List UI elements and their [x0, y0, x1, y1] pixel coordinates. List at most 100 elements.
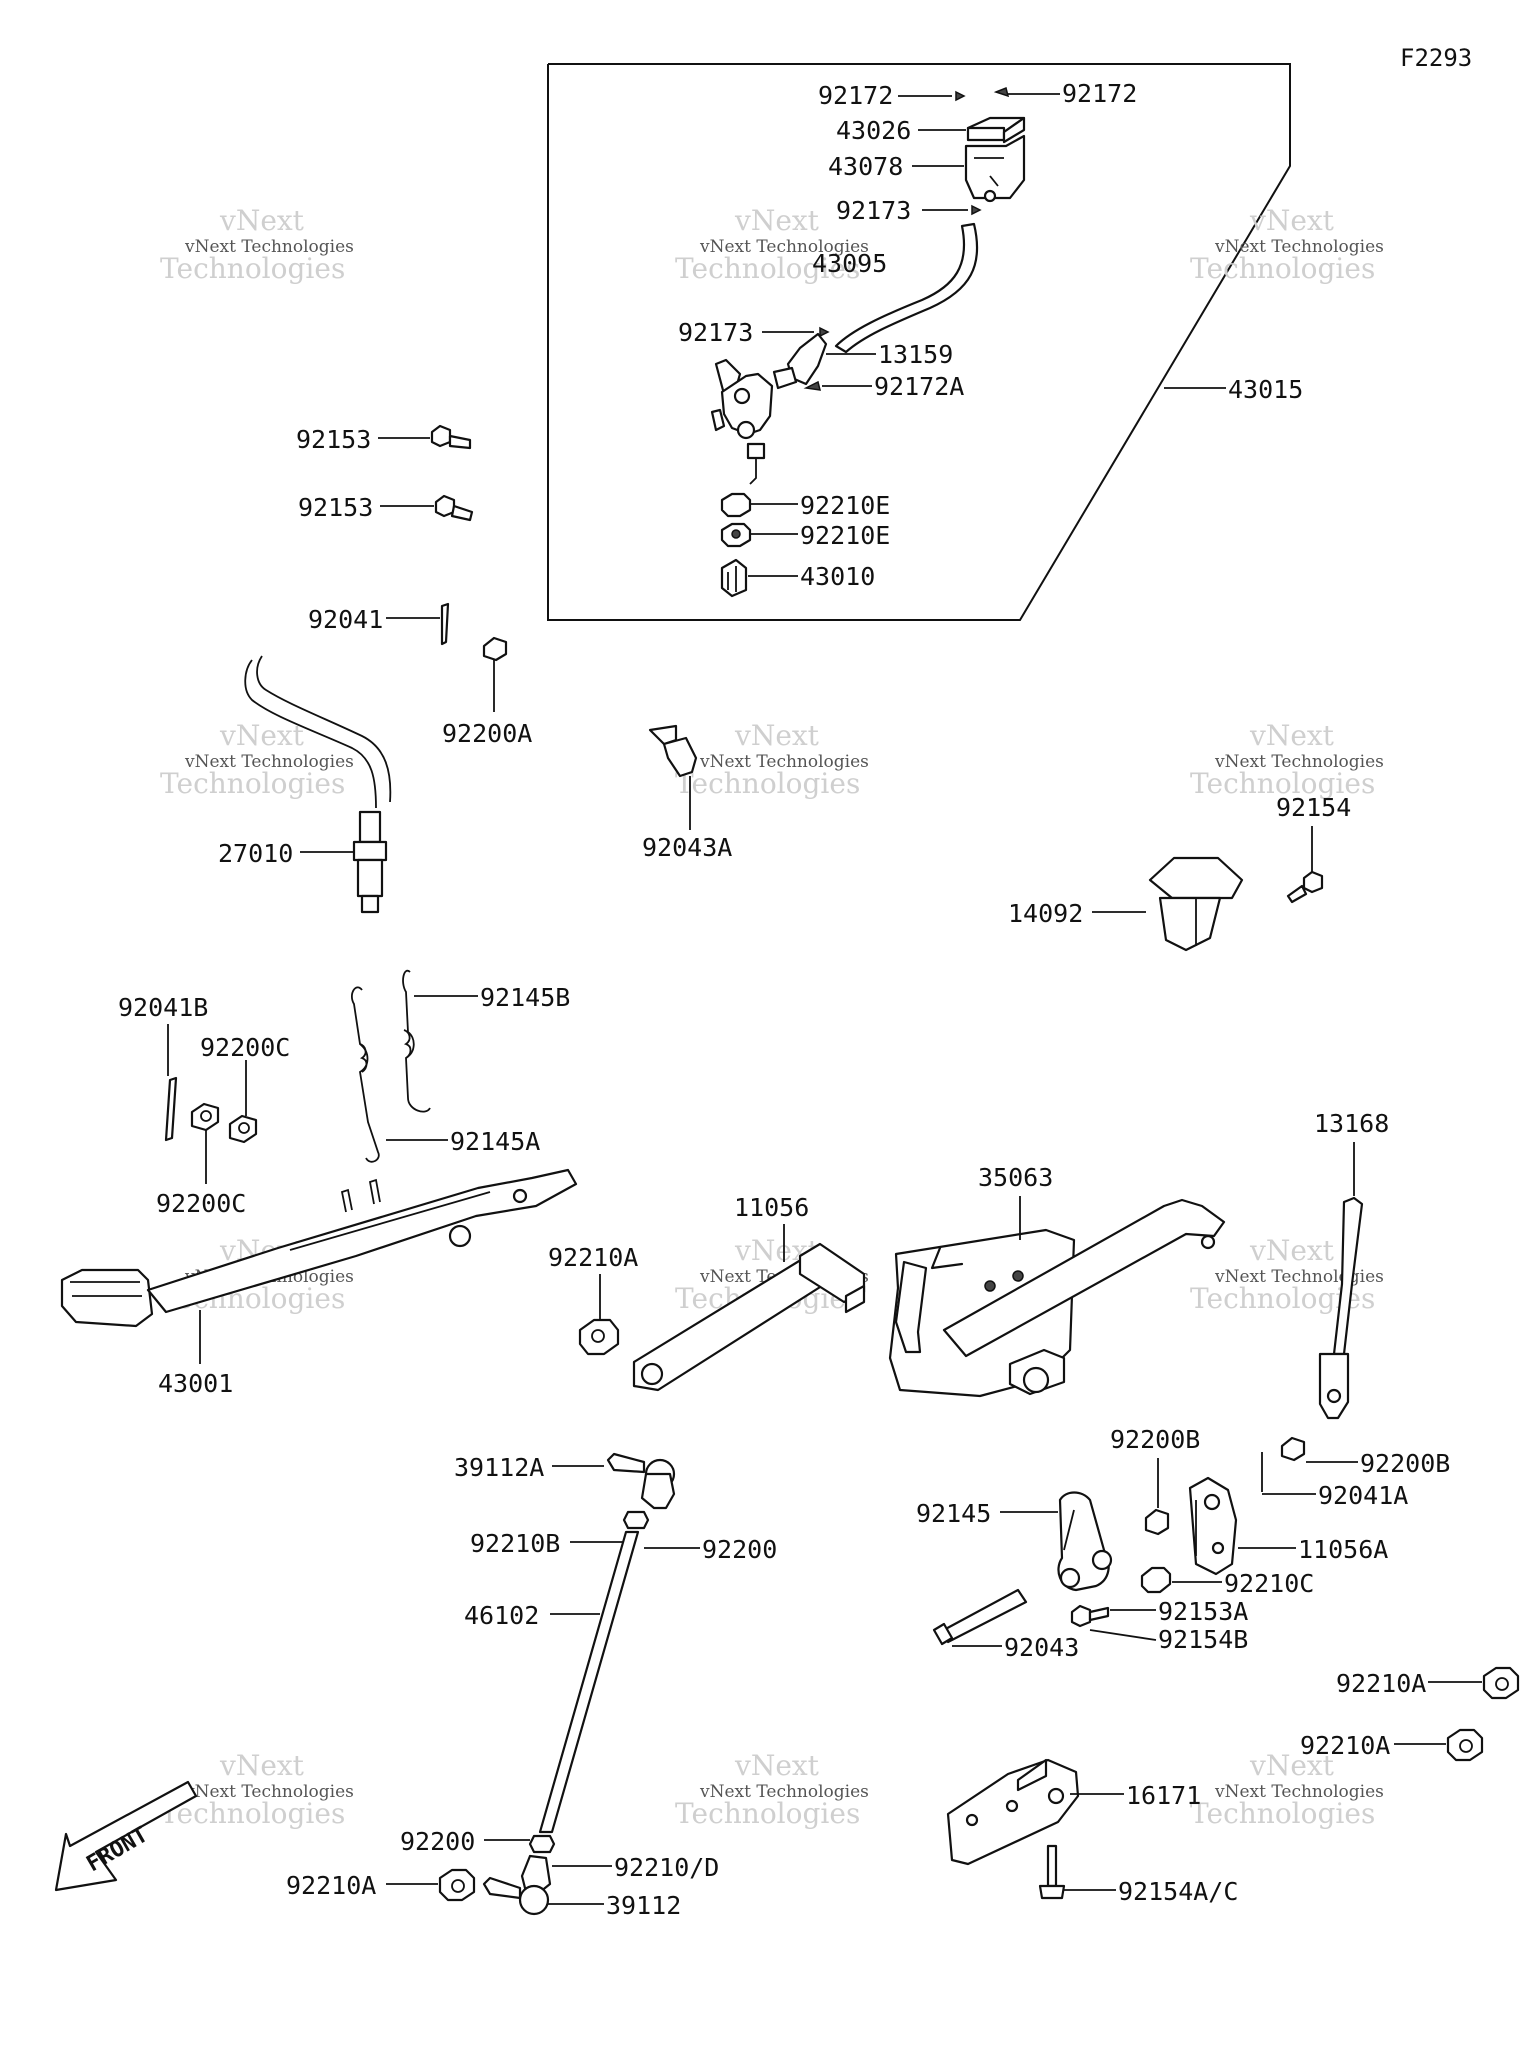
part-43010-boot [720, 558, 748, 598]
part-13168-rod [1318, 1196, 1364, 1420]
label-11056A: 11056A [1298, 1535, 1388, 1564]
watermark-long: Technologies [160, 1797, 345, 1830]
label-92173-top: 92173 [836, 196, 911, 225]
label-43015: 43015 [1228, 375, 1303, 404]
label-92154: 92154 [1276, 793, 1351, 822]
part-92154-bolt [1286, 870, 1324, 904]
watermark-text: vNext Technologies [1214, 1267, 1384, 1287]
watermark-text: vNext Technologies [184, 237, 354, 257]
watermark-text: vNext Technologies [699, 752, 869, 772]
label-92200B-1: 92200B [1110, 1425, 1200, 1454]
part-92200B-washer-2 [1144, 1508, 1170, 1536]
part-92172-clips [955, 86, 1010, 102]
part-92200C-nut-1 [190, 1102, 220, 1132]
label-92210E-1: 92210E [800, 491, 890, 520]
label-13159: 13159 [878, 340, 953, 369]
label-92041A: 92041A [1318, 1481, 1408, 1510]
label-92200B-2: 92200B [1360, 1449, 1450, 1478]
watermark-long: Technologies [160, 767, 345, 800]
watermark-short: vNext [1249, 204, 1335, 237]
label-92210A-r1: 92210A [1336, 1669, 1426, 1698]
watermark-text: vNext Technologies [699, 237, 869, 257]
label-92145B: 92145B [480, 983, 570, 1012]
label-46102: 46102 [464, 1601, 539, 1630]
label-92210A-mid: 92210A [548, 1243, 638, 1272]
part-11056-lever [632, 1242, 866, 1392]
part-13159-fitting [772, 332, 828, 390]
part-92210B-nut [622, 1510, 650, 1530]
part-92210A-nut-bot [438, 1868, 476, 1902]
label-92210C: 92210C [1224, 1569, 1314, 1598]
part-92041-cotter-pin [440, 602, 450, 646]
watermark-text: vNext Technologies [699, 1782, 869, 1802]
label-27010: 27010 [218, 839, 293, 868]
watermark-long: Technologies [675, 252, 860, 285]
part-92154AC-bolt [1038, 1844, 1066, 1900]
part-92043A-bracket [648, 724, 698, 778]
label-13168: 13168 [1314, 1109, 1389, 1138]
part-92200-lower-nut [528, 1834, 556, 1854]
part-92200C-nut-2 [228, 1114, 258, 1144]
label-43010: 43010 [800, 562, 875, 591]
label-43095: 43095 [812, 249, 887, 278]
label-92041: 92041 [308, 605, 383, 634]
label-92043A: 92043A [642, 833, 732, 862]
watermark-long: Technologies [1190, 1797, 1375, 1830]
label-92154B: 92154B [1158, 1625, 1248, 1654]
part-92153-bolt-1 [430, 424, 472, 450]
label-92153-1: 92153 [296, 425, 371, 454]
label-39112A: 39112A [454, 1453, 544, 1482]
label-92200-bot: 92200 [400, 1827, 475, 1856]
part-92041B-cotter-pin [164, 1076, 178, 1142]
label-43001: 43001 [158, 1369, 233, 1398]
part-92145A-spring [350, 986, 380, 1163]
part-43095-hose [834, 222, 979, 354]
part-92210A-nut-mid [578, 1318, 620, 1356]
watermark-short: vNext [734, 1749, 820, 1782]
part-92043-pin [932, 1588, 1028, 1646]
label-35063: 35063 [978, 1163, 1053, 1192]
watermark-text: vNext Technologies [184, 1782, 354, 1802]
watermark-short: vNext [1249, 719, 1335, 752]
label-92041B: 92041B [118, 993, 208, 1022]
label-92210E-2: 92210E [800, 521, 890, 550]
part-92145-spring [1057, 1491, 1113, 1592]
part-35063-bracket [888, 1198, 1226, 1398]
watermark-short: vNext [219, 204, 305, 237]
part-39112A-rod-end [606, 1452, 676, 1510]
part-43078-reservoir [964, 134, 1026, 203]
watermark-short: vNext [219, 719, 305, 752]
label-92210D: 92210/D [614, 1853, 719, 1882]
watermark-short: vNext [219, 1749, 305, 1782]
watermark-text: vNext Technologies [1214, 237, 1384, 257]
watermark-text: vNext Technologies [1214, 1782, 1384, 1802]
watermark-short: vNext [1249, 1234, 1335, 1267]
label-92145A: 92145A [450, 1127, 540, 1156]
label-92200-top: 92200 [702, 1535, 777, 1564]
watermark-long: Technologies [675, 1797, 860, 1830]
watermark-long: Technologies [675, 767, 860, 800]
label-92145: 92145 [916, 1499, 991, 1528]
figure-ref: F2293 [1400, 44, 1472, 72]
label-92153A: 92153A [1158, 1597, 1248, 1626]
label-92200C-1: 92200C [200, 1033, 290, 1062]
watermark-short: vNext [734, 719, 820, 752]
part-11056A-clevis [1188, 1476, 1238, 1576]
part-92153-bolt-2 [434, 494, 474, 522]
watermark-text: vNext Technologies [1214, 752, 1384, 772]
part-92172A-clip [803, 380, 821, 391]
watermark-text: vNext Technologies [184, 752, 354, 772]
part-92210A-nut-r1 [1482, 1666, 1520, 1700]
watermark-long: Technologies [1190, 767, 1375, 800]
label-92153-2: 92153 [298, 493, 373, 522]
part-92210E-nut-2 [720, 522, 752, 548]
label-39112: 39112 [606, 1891, 681, 1920]
label-92210B: 92210B [470, 1529, 560, 1558]
part-43026-reservoir-cap [966, 116, 1026, 144]
part-92210C-nut [1140, 1566, 1172, 1594]
part-43001-brake-pedal [60, 1168, 578, 1328]
watermark-short: vNext [734, 204, 820, 237]
part-92210A-nut-r2 [1446, 1728, 1484, 1762]
part-92153A-bolt [1070, 1604, 1110, 1628]
